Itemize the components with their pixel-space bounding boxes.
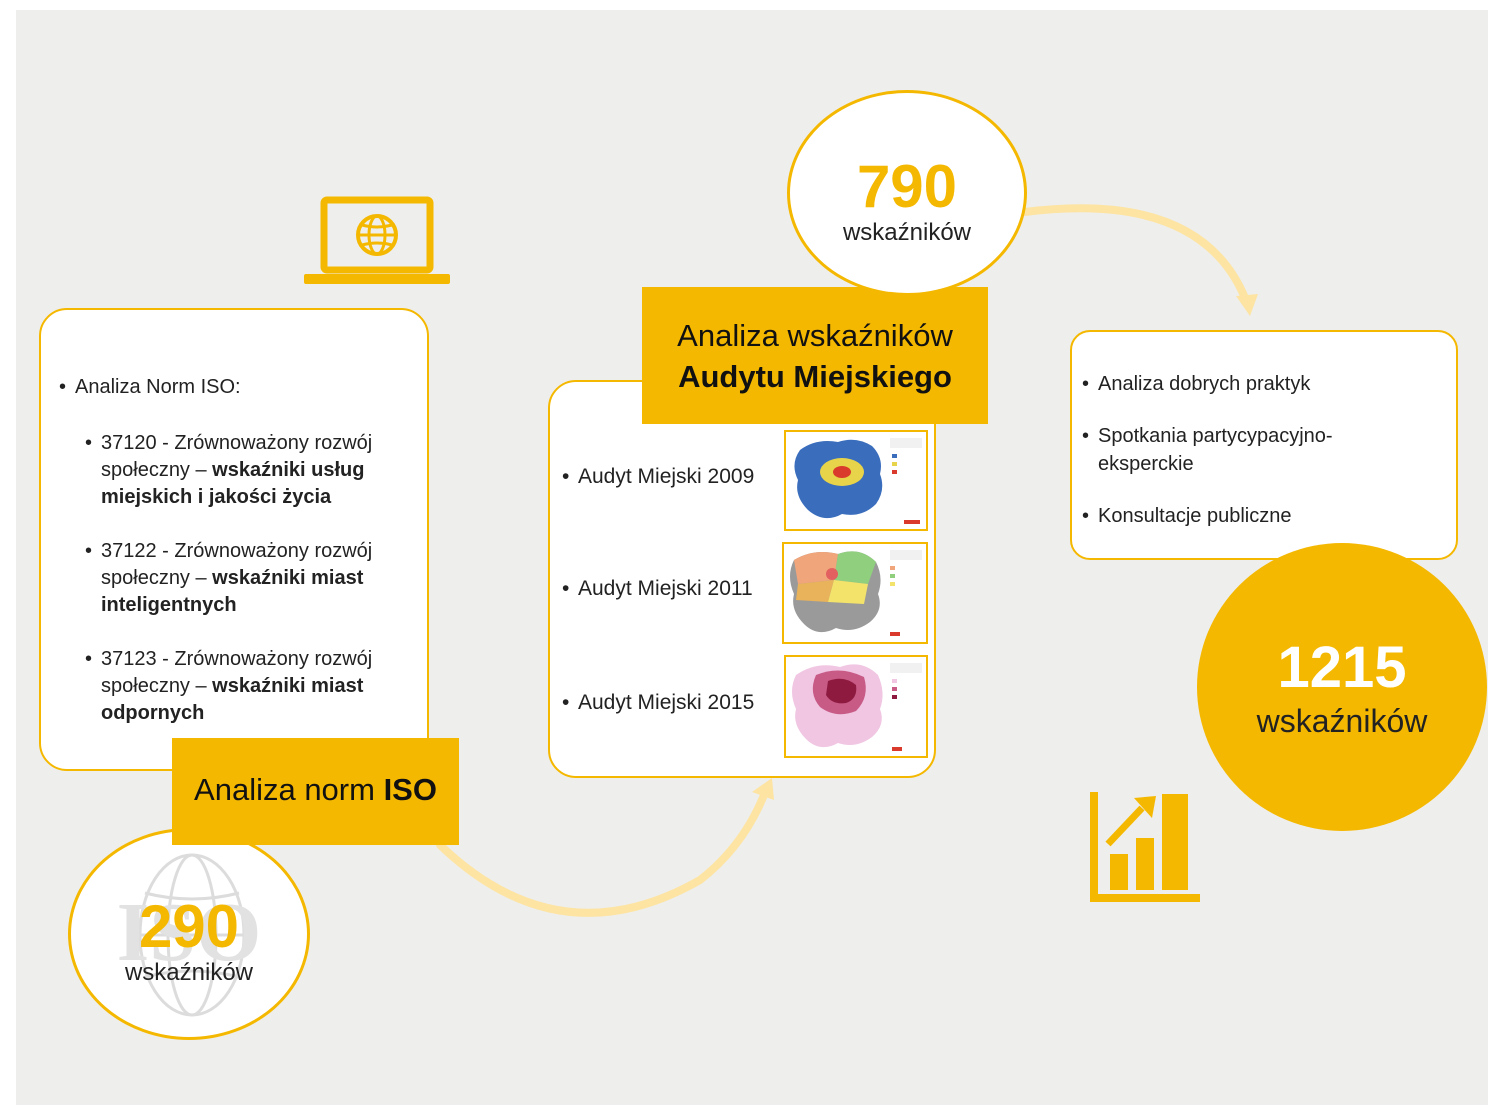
iso-norm-text: 37120 - Zrównoważony rozwój społeczny – <box>101 432 373 481</box>
iso-norm-text: 37123 - Zrównoważony rozwój społeczny – <box>101 648 373 697</box>
arrow-iso-to-audit-head <box>752 778 774 800</box>
audit-analysis-label: Analiza wskaźników Audytu Miejskiego <box>642 287 988 424</box>
arrow-iso-to-audit <box>436 786 770 917</box>
practice-item-analysis: Analiza dobrych praktyk <box>1082 370 1382 398</box>
iso-count-value: 290 <box>138 893 240 960</box>
audit-map-2009-thumbnail <box>784 430 928 531</box>
iso-watermark-text: ISO <box>116 886 262 979</box>
globe-watermark-icon <box>138 853 246 1017</box>
audit-count-label: wskaźników <box>842 219 972 246</box>
audit-item-2015: Audyt Miejski 2015 <box>562 690 754 716</box>
practice-item-meetings: Spotkania partycypacyjno-eksperckie <box>1082 422 1382 478</box>
audit-count-value: 790 <box>856 153 958 220</box>
iso-count-label: wskaźników <box>124 959 254 986</box>
practice-item-consultations: Konsultacje publiczne <box>1082 502 1382 530</box>
iso-analysis-label: Analiza norm ISO <box>172 738 459 845</box>
audit-count-circle: 790 wskaźników <box>787 90 1027 296</box>
iso-norm-item-37122: 37122 - Zrównoważony rozwój społeczny – … <box>85 538 420 619</box>
iso-norm-list: 37120 - Zrównoważony rozwój społeczny – … <box>85 430 420 727</box>
total-count-value: 1215 <box>1277 635 1407 700</box>
arrow-audit-to-practice-head <box>1236 294 1258 316</box>
total-count-label: wskaźników <box>1256 703 1428 739</box>
total-count-circle: 1215 wskaźników <box>1197 543 1487 831</box>
bar-chart-growth-icon <box>1090 792 1200 902</box>
iso-norm-bold-text: wskaźniki miast odpornych <box>101 675 364 724</box>
audit-label-line2: Audytu Miejskiego <box>678 359 952 394</box>
iso-standards-card: Analiza Norm ISO: 37120 - Zrównoważony r… <box>39 308 429 771</box>
practice-item-text: Spotkania partycypacyjno-eksperckie <box>1098 425 1333 475</box>
iso-bullet-list: Analiza Norm ISO: <box>59 374 419 400</box>
audit-label-line1: Analiza wskaźników <box>677 318 953 353</box>
iso-count-circle: ISO 290 wskaźników <box>68 828 310 1040</box>
audit-item-2011: Audyt Miejski 2011 <box>562 576 753 602</box>
iso-norm-item-37120: 37120 - Zrównoważony rozwój społeczny – … <box>85 430 420 511</box>
practice-item-text: Analiza dobrych praktyk <box>1098 373 1311 395</box>
audit-item-2009: Audyt Miejski 2009 <box>562 464 754 490</box>
iso-norm-text: 37122 - Zrównoważony rozwój społeczny – <box>101 540 373 589</box>
iso-norm-item-37123: 37123 - Zrównoważony rozwój społeczny – … <box>85 646 420 727</box>
audit-map-2011-thumbnail <box>782 542 928 644</box>
audit-item-text: Audyt Miejski 2011 <box>578 577 753 600</box>
audit-item-text: Audyt Miejski 2015 <box>578 691 755 714</box>
iso-label-bold-text: ISO <box>383 772 437 807</box>
iso-intro-text: Analiza Norm ISO: <box>75 376 241 398</box>
iso-intro-item: Analiza Norm ISO: <box>59 374 419 400</box>
iso-label-text: Analiza norm <box>194 772 384 807</box>
audit-map-2015-thumbnail <box>784 655 928 758</box>
laptop-globe-icon <box>304 196 450 288</box>
arrow-audit-to-practice <box>1021 204 1249 302</box>
best-practices-card: Analiza dobrych praktyk Spotkania partyc… <box>1070 330 1458 560</box>
audit-item-text: Audyt Miejski 2009 <box>578 465 755 488</box>
iso-norm-bold-text: wskaźniki usług miejskich i jakości życi… <box>101 459 365 508</box>
practice-item-text: Konsultacje publiczne <box>1098 505 1292 527</box>
iso-norm-bold-text: wskaźniki miast inteligentnych <box>101 567 364 616</box>
practice-list: Analiza dobrych praktyk Spotkania partyc… <box>1082 370 1382 530</box>
